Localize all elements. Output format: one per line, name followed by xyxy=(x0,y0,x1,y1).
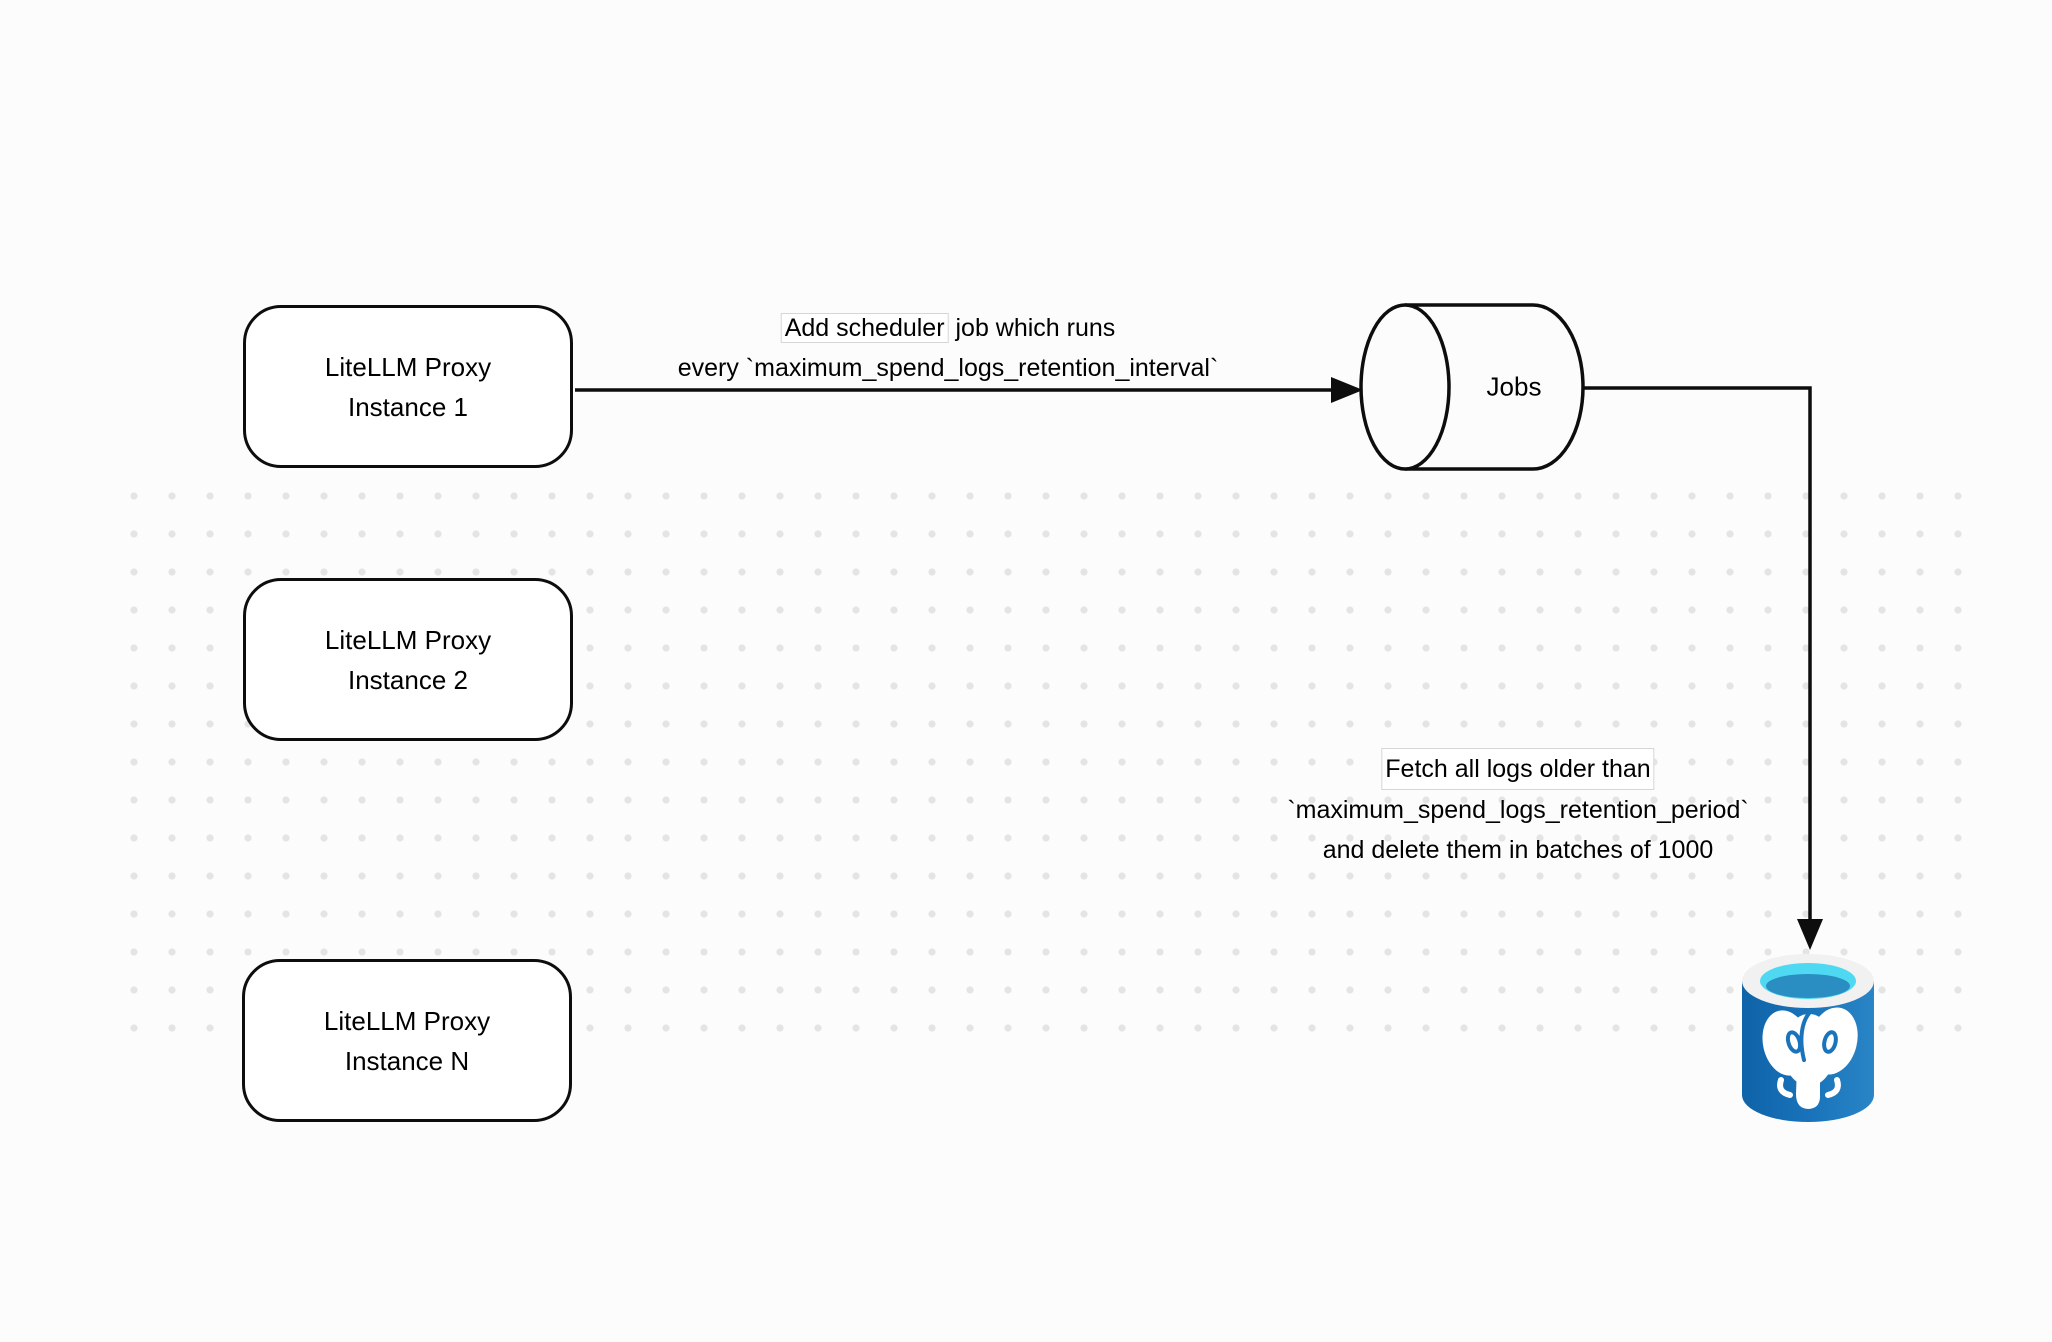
node-label-line: Instance 2 xyxy=(348,664,468,695)
edge-label-scheduler-line1: job which runs xyxy=(948,314,1116,342)
postgresql-database-icon[interactable] xyxy=(1742,954,1874,1122)
node-label-line: Instance N xyxy=(344,1045,470,1076)
node-label-line: Instance 1 xyxy=(348,391,468,422)
node-litellm-proxy-instance-2[interactable]: LiteLLM Proxy Instance 2 xyxy=(243,578,573,741)
edge-scheduler-arrow[interactable] xyxy=(575,377,1363,403)
node-label-line: LiteLLM Proxy xyxy=(324,624,492,655)
postgres-elephant-icon xyxy=(1762,1007,1858,1109)
edge-label-fetch: Fetch all logs older than `maximum_spend… xyxy=(1287,748,1749,870)
jobs-queue-label: Jobs xyxy=(1486,371,1542,402)
edge-fetch-connector[interactable] xyxy=(1584,386,1823,950)
edge-label-fetch-line3: and delete them in batches of 1000 xyxy=(1322,836,1714,864)
arrowhead-icon xyxy=(1331,377,1363,403)
dot-grid-background xyxy=(115,478,1975,1050)
edge-label-scheduler-highlight: Add scheduler xyxy=(780,313,949,343)
node-litellm-proxy-instance-n[interactable]: LiteLLM Proxy Instance N xyxy=(242,959,572,1122)
edge-label-scheduler-line2: every `maximum_spend_logs_retention_inte… xyxy=(677,354,1219,382)
edge-label-scheduler: Add scheduler job which runs every `maxi… xyxy=(677,308,1219,388)
arrowhead-icon xyxy=(1797,919,1823,950)
node-label-line: LiteLLM Proxy xyxy=(324,351,492,382)
edge-label-fetch-line1: Fetch all logs older than xyxy=(1381,748,1655,790)
jobs-queue-shape[interactable] xyxy=(1359,303,1585,471)
edge-label-fetch-line2: `maximum_spend_logs_retention_period` xyxy=(1287,796,1749,824)
node-litellm-proxy-instance-1[interactable]: LiteLLM Proxy Instance 1 xyxy=(243,305,573,468)
node-label-line: LiteLLM Proxy xyxy=(323,1005,491,1036)
